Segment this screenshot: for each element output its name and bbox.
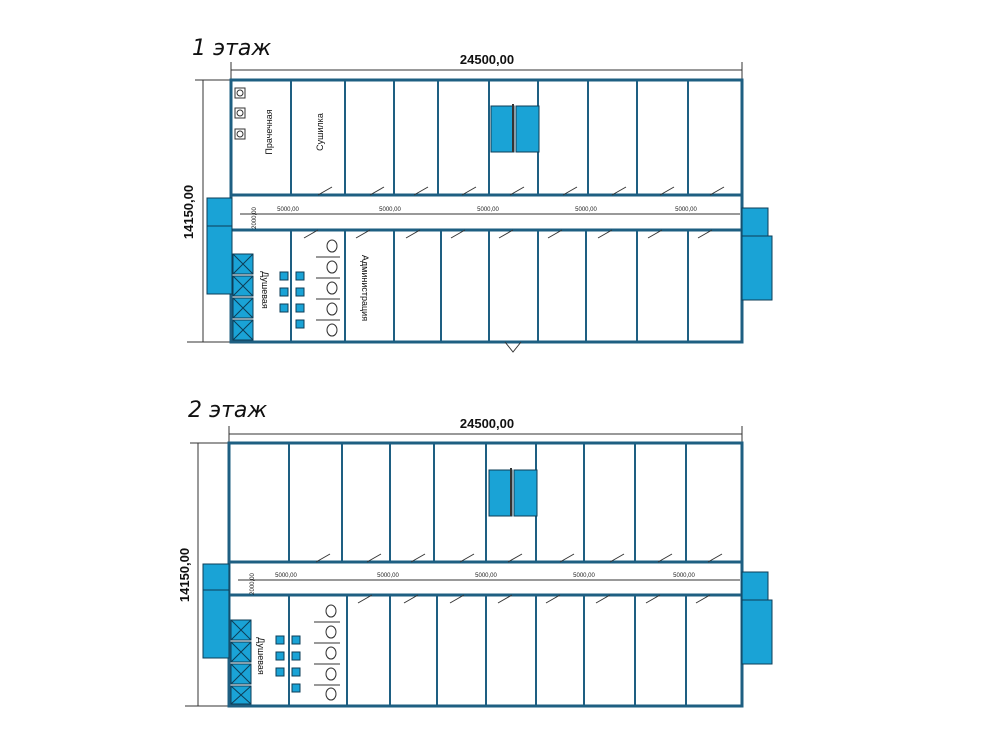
dryer-label: Сушилка bbox=[315, 113, 325, 151]
module-label: 5000,00 bbox=[575, 207, 597, 213]
corner-label: 2000,00 bbox=[252, 207, 258, 229]
shower-cabins bbox=[232, 253, 254, 341]
floor-2-title: 2 этаж bbox=[188, 398, 267, 423]
sink-icons bbox=[279, 271, 305, 329]
module-label: 5000,00 bbox=[379, 207, 401, 213]
toilet-icons bbox=[316, 239, 340, 337]
floor-1-width-label: 24500,00 bbox=[460, 52, 514, 67]
shower-cabins bbox=[230, 619, 252, 705]
floor-2-top-partitions bbox=[288, 443, 687, 562]
floor-2-bottom-partitions bbox=[288, 595, 687, 706]
module-label: 5000,00 bbox=[673, 573, 695, 579]
toilet-icons bbox=[314, 604, 340, 701]
floor-1-left-exterior-stair bbox=[206, 197, 233, 295]
floor-2-height-label: 14150,00 bbox=[177, 548, 192, 602]
corner-label: 2000,00 bbox=[250, 573, 256, 595]
module-label: 5000,00 bbox=[377, 573, 399, 579]
shower-label: Душевая bbox=[256, 637, 266, 675]
module-label: 5000,00 bbox=[475, 573, 497, 579]
floor-1-inner-stair bbox=[490, 104, 540, 153]
floor-1-right-exterior-stair bbox=[741, 207, 773, 301]
floor-1-doors bbox=[303, 186, 725, 353]
floor-2-plan: 2 этаж 24500,00 14150,00 bbox=[177, 398, 773, 708]
sink-icons bbox=[275, 635, 301, 693]
shower-label: Душевая bbox=[260, 271, 270, 309]
washing-machine-icons bbox=[234, 87, 246, 140]
floor-1-bottom-partitions bbox=[290, 230, 689, 342]
floor-1-title: 1 этаж bbox=[192, 36, 271, 61]
floor-2-doors bbox=[315, 553, 723, 604]
floor-2-width-label: 24500,00 bbox=[460, 416, 514, 431]
administration-label: Администрация bbox=[360, 255, 370, 321]
floor-2-left-exterior-stair bbox=[202, 563, 230, 659]
module-label: 5000,00 bbox=[277, 207, 299, 213]
floor-1-top-partitions bbox=[290, 80, 689, 195]
module-label: 5000,00 bbox=[477, 207, 499, 213]
laundry-label: Прачечная bbox=[264, 109, 274, 154]
module-label: 5000,00 bbox=[573, 573, 595, 579]
module-label: 5000,00 bbox=[275, 573, 297, 579]
module-label: 5000,00 bbox=[675, 207, 697, 213]
floor-1-plan: 1 этаж 24500,00 14150,00 bbox=[181, 36, 773, 353]
floor-1-height-label: 14150,00 bbox=[181, 185, 196, 239]
floor-2-right-exterior-stair bbox=[741, 571, 773, 665]
floor-2-inner-stair bbox=[488, 468, 538, 517]
